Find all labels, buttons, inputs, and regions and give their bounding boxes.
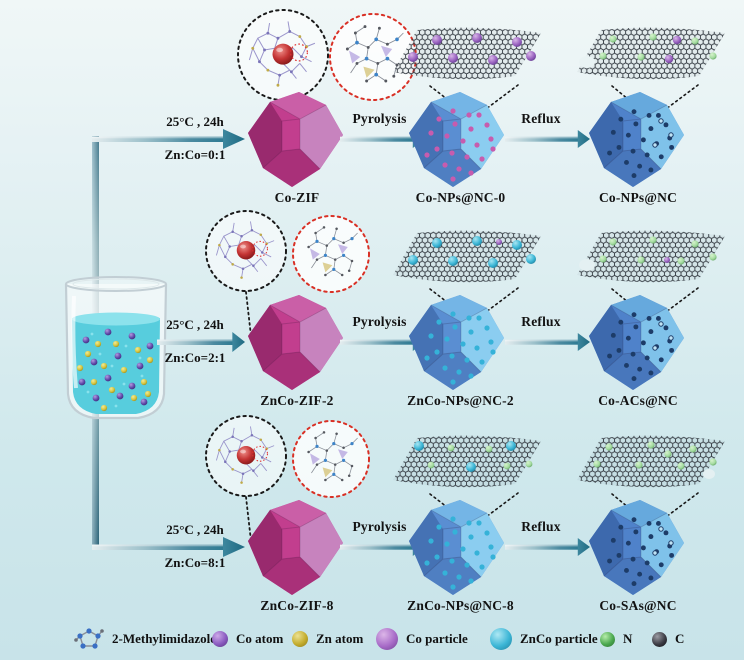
- reflux-arrow: [505, 333, 590, 351]
- legend-item-co-atom: Co atom: [212, 626, 283, 652]
- graphene-sheet-single-atoms: [577, 435, 725, 488]
- condition-ratio: Zn:Co=8:1: [164, 555, 226, 570]
- zif-structure-insets: [205, 210, 370, 293]
- co-sas-nc-polyhedron: [588, 499, 685, 596]
- reflux-arrow: [505, 538, 590, 556]
- co-atom-icon: [212, 631, 228, 647]
- legend-label: ZnCo particle: [520, 631, 598, 646]
- zn-atom-icon: [292, 631, 308, 647]
- condition-temperature: 25°C , 24h: [166, 317, 224, 332]
- graphene-sheet-n-doped: [577, 230, 725, 283]
- co-zif-polyhedron: [247, 91, 344, 188]
- pyrolysis-label: Pyrolysis: [352, 519, 407, 534]
- znco-nps-nc2-polyhedron: [408, 294, 505, 391]
- pyrolysis-label: Pyrolysis: [352, 111, 407, 126]
- legend-label: Co particle: [406, 631, 468, 646]
- product-label: Co-SAs@NC: [599, 598, 677, 613]
- zif-structure-insets: [205, 415, 370, 498]
- legend-bar: 2-Methylimidazole Co atom Zn atom Co par…: [0, 620, 744, 658]
- 2-methylimidazole-icon: [74, 628, 104, 649]
- intermediate-label: Co-NPs@NC-0: [415, 190, 506, 205]
- zif-label: ZnCo-ZIF-8: [260, 598, 334, 613]
- intermediate-label: ZnCo-NPs@NC-2: [407, 393, 514, 408]
- reflux-arrow: [505, 130, 590, 148]
- condition-temperature: 25°C , 24h: [166, 114, 224, 129]
- zif-label: ZnCo-ZIF-2: [260, 393, 334, 408]
- intermediate-label: ZnCo-NPs@NC-8: [407, 598, 514, 613]
- pyrolysis-label: Pyrolysis: [352, 314, 407, 329]
- n-atom-icon: [600, 631, 615, 647]
- precursor-beaker: [64, 276, 168, 420]
- graphene-sheet-n-doped: [577, 27, 725, 80]
- legend-label: Zn atom: [316, 631, 364, 646]
- legend-item-n: N: [600, 626, 632, 652]
- condition-ratio: Zn:Co=0:1: [164, 147, 226, 162]
- inset-connector-dotted-line: [245, 496, 252, 542]
- legend-label: N: [623, 631, 633, 646]
- inset-connector-dotted-line: [245, 291, 252, 337]
- legend-label: C: [675, 631, 685, 646]
- co-acs-nc-polyhedron: [588, 294, 685, 391]
- co-particle-icon: [376, 628, 398, 650]
- condition-temperature: 25°C , 24h: [166, 522, 224, 537]
- co-nps-nc-polyhedron: [588, 91, 685, 188]
- legend-item-co-particle: Co particle: [376, 626, 468, 652]
- graphene-sheet-znco-particles: [393, 230, 541, 283]
- reflux-label: Reflux: [521, 314, 561, 329]
- legend-item-c: C: [652, 626, 684, 652]
- product-label: Co-ACs@NC: [598, 393, 678, 408]
- legend-label: 2-Methylimidazole: [112, 631, 216, 646]
- product-label: Co-NPs@NC: [598, 190, 678, 205]
- condition-ratio: Zn:Co=2:1: [164, 350, 226, 365]
- graphene-sheet-co-particles: [393, 27, 541, 80]
- synthesis-arrow: [92, 129, 245, 149]
- legend-item-2-methylimidazole: 2-Methylimidazole: [74, 626, 216, 652]
- solution-atoms: [76, 328, 154, 412]
- znco-zif-8-polyhedron: [247, 499, 344, 596]
- znco-nps-nc8-polyhedron: [408, 499, 505, 596]
- legend-label: Co atom: [236, 631, 284, 646]
- co-nps-nc0-polyhedron: [408, 91, 505, 188]
- reflux-label: Reflux: [521, 111, 561, 126]
- row-znco-zif-2: 25°C , 24h Zn:Co=2:1 ZnCo-ZIF-2 Pyrolysi…: [0, 203, 744, 415]
- legend-item-zn-atom: Zn atom: [292, 626, 363, 652]
- row-co-zif: 25°C , 24h Zn:Co=0:1 Co-ZIF Pyrolysis Co…: [0, 0, 744, 212]
- zif-label: Co-ZIF: [274, 190, 320, 205]
- znco-zif-2-polyhedron: [247, 294, 344, 391]
- row-znco-zif-8: 25°C , 24h Zn:Co=8:1 ZnCo-ZIF-8 Pyrolysi…: [0, 408, 744, 620]
- legend-item-znco-particle: ZnCo particle: [490, 626, 598, 652]
- c-atom-icon: [652, 631, 667, 647]
- znco-particle-icon: [490, 628, 512, 650]
- graphene-sheet-znco-sparse: [393, 435, 541, 488]
- synthesis-arrow: [92, 537, 245, 557]
- synthesis-arrow: [157, 332, 245, 352]
- reflux-label: Reflux: [521, 519, 561, 534]
